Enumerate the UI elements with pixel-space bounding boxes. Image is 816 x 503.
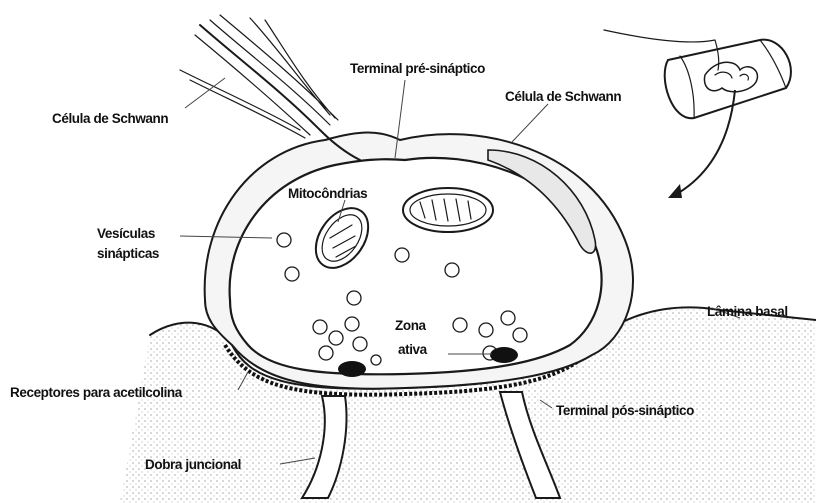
label-vesiculas-1: Vesículas (97, 226, 155, 241)
label-receptores: Receptores para acetilcolina (10, 385, 183, 400)
label-lamina-basal: Lâmina basal (707, 304, 788, 319)
label-terminal-pos: Terminal pós-sináptico (556, 403, 694, 418)
mitochondrion-1 (403, 188, 493, 232)
label-schwann-right: Célula de Schwann (505, 89, 621, 104)
active-zone-left (338, 361, 366, 377)
inset-arrowhead (668, 184, 682, 198)
label-dobra-juncional: Dobra juncional (145, 457, 241, 472)
active-zone-right (490, 347, 518, 363)
inset-muscle-fiber (604, 30, 791, 118)
axon-fibers (180, 15, 338, 138)
label-mitocondrias: Mitocôndrias (288, 186, 367, 201)
leader-schwann-right (512, 104, 548, 142)
label-terminal-pre: Terminal pré-sináptico (350, 61, 485, 76)
label-zona-1: Zona (395, 318, 427, 333)
label-zona-2: ativa (398, 342, 428, 357)
label-schwann-left: Célula de Schwann (52, 111, 168, 126)
label-vesiculas-2: sinápticas (97, 246, 159, 261)
